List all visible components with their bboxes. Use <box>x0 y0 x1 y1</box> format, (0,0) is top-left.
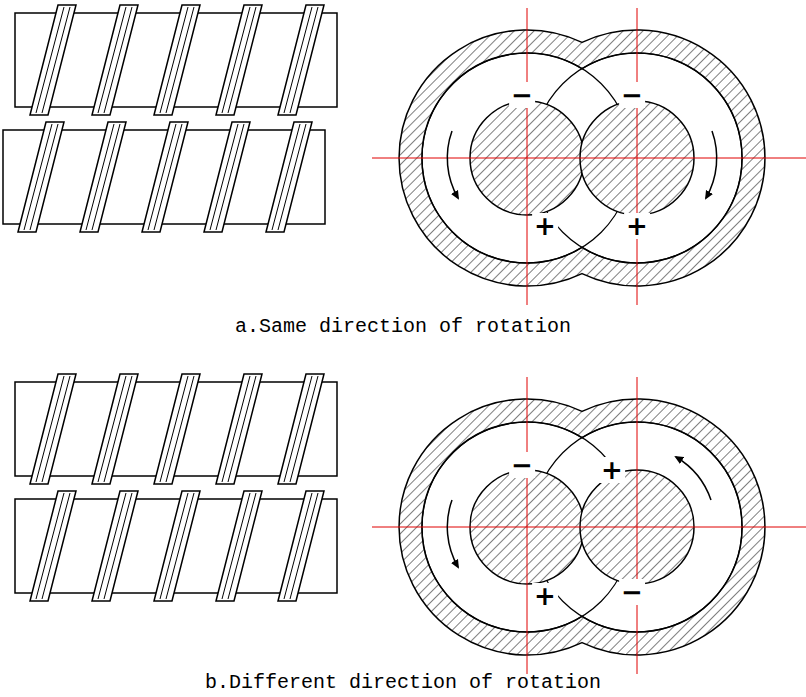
screw-row <box>15 491 337 601</box>
rotation-arrow <box>676 457 711 500</box>
rotation-arrow <box>447 131 458 198</box>
caption: b.Different direction of rotation <box>205 673 601 693</box>
pressure-sign: − <box>619 579 645 605</box>
screw-row <box>3 122 325 232</box>
pressure-sign: − <box>619 82 645 108</box>
pressure-sign: − <box>509 452 535 478</box>
screw-row <box>15 5 337 115</box>
barrel-section <box>372 377 806 674</box>
screw-row <box>15 374 337 484</box>
caption: a.Same direction of rotation <box>235 317 571 337</box>
rotation-arrow <box>706 131 717 198</box>
pressure-sign: + <box>532 583 558 609</box>
pressure-sign: + <box>532 213 558 239</box>
rotation-arrow <box>447 500 458 567</box>
pressure-sign: − <box>509 82 535 108</box>
pressure-sign: + <box>624 213 650 239</box>
pressure-sign: + <box>599 457 625 483</box>
barrel-section <box>372 8 806 305</box>
